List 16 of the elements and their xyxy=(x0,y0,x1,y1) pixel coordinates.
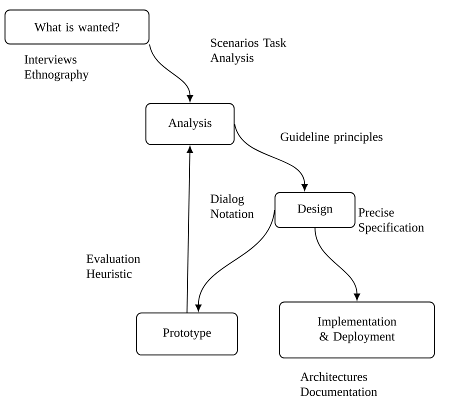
process-box: Design xyxy=(274,192,356,228)
process-box: Analysis xyxy=(145,103,235,145)
annotation: Precise Specification xyxy=(358,208,424,234)
process-box: Implementation & Deployment xyxy=(279,302,435,358)
annotation: Architectures Documentation xyxy=(300,372,378,396)
process-box: Prototype xyxy=(136,312,238,356)
arrow xyxy=(234,124,308,191)
annotation: Evaluation Heuristic xyxy=(86,254,140,278)
arrow xyxy=(195,210,275,312)
arrow xyxy=(186,146,193,313)
annotation: Guideline principles xyxy=(280,132,382,144)
arrow xyxy=(314,227,360,300)
annotation: Scenarios Task Analysis xyxy=(210,38,286,65)
process-box: What is wanted? xyxy=(4,10,150,44)
annotation: Dialog Notation xyxy=(210,194,254,218)
arrow xyxy=(149,44,194,102)
